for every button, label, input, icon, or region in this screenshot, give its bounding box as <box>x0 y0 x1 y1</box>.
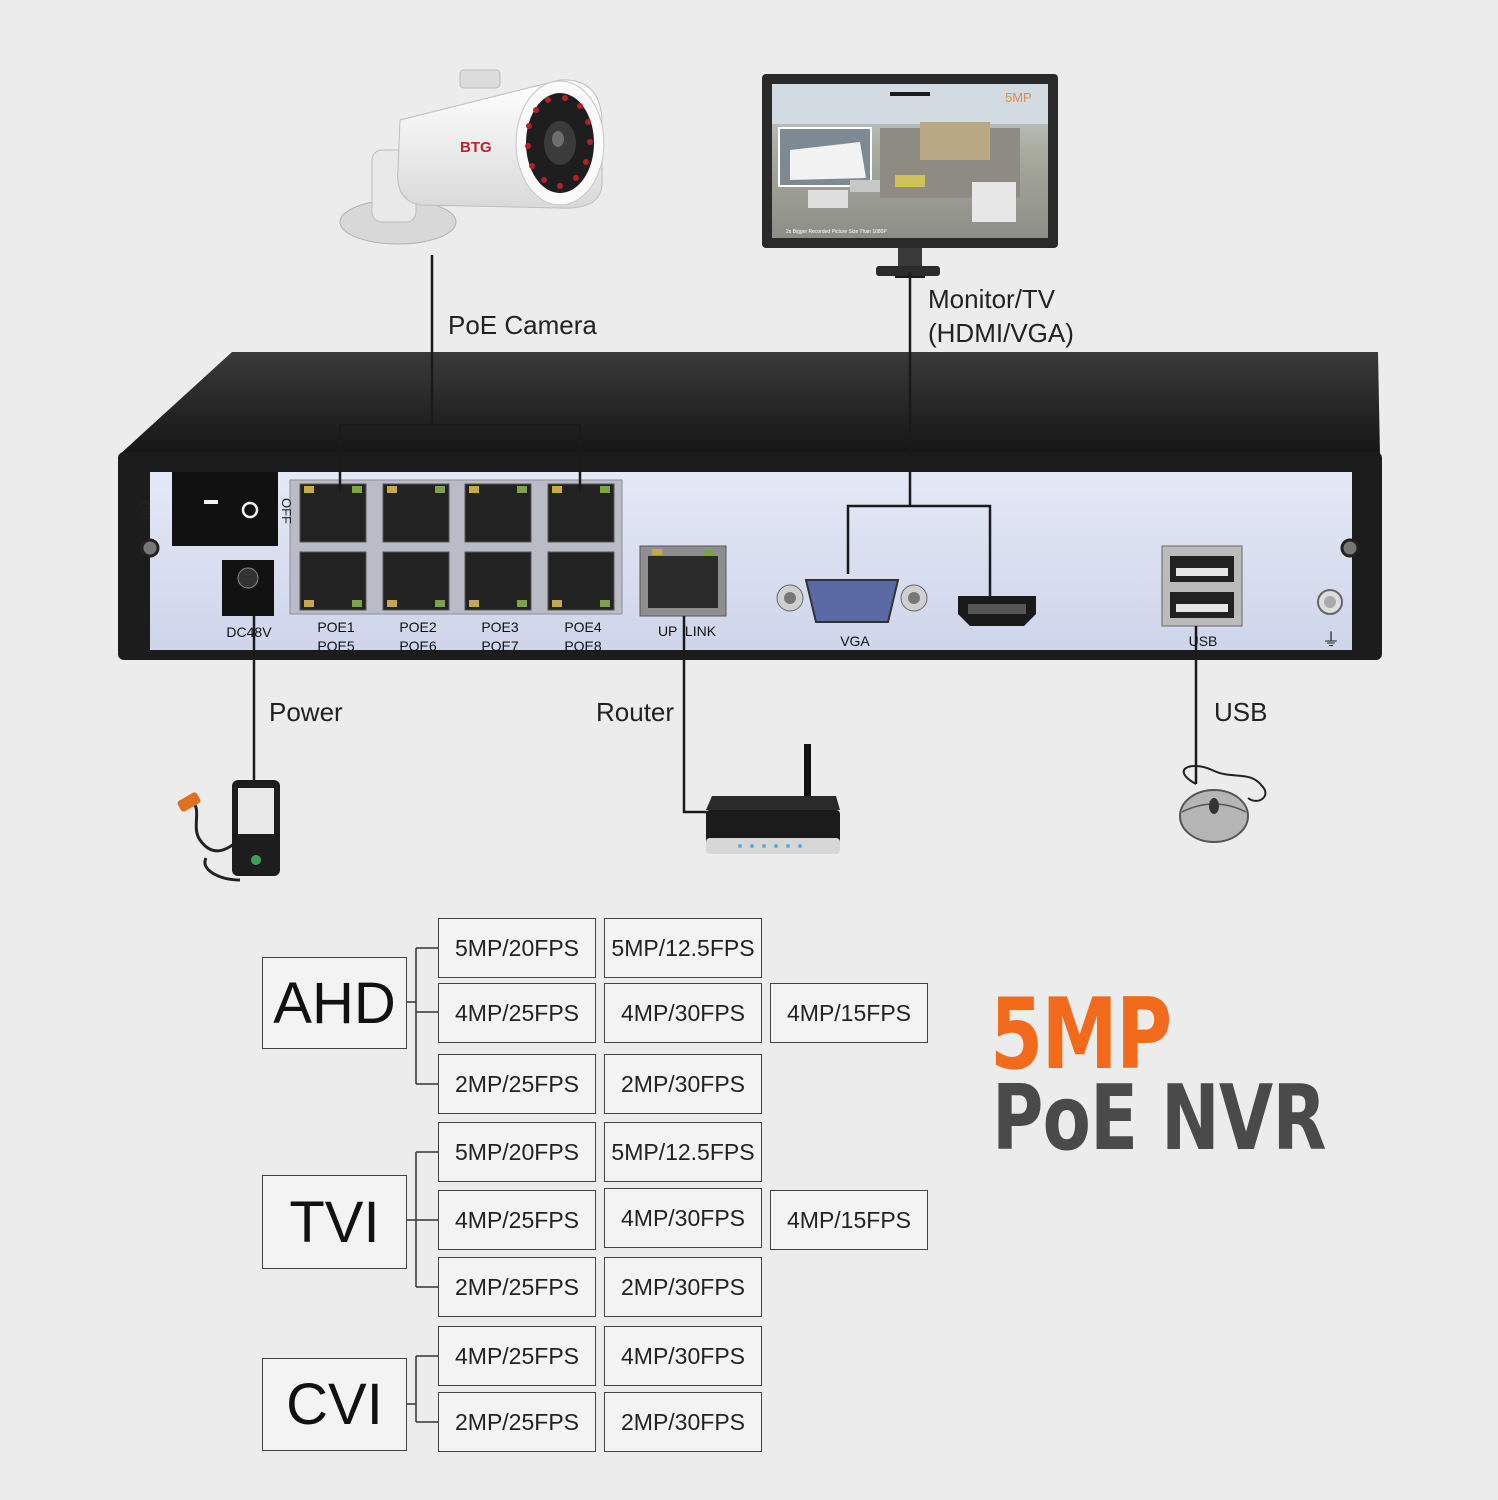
poe-port-7[interactable] <box>464 551 532 611</box>
poe-port-5[interactable] <box>299 551 367 611</box>
usb-ports[interactable] <box>1161 545 1243 627</box>
format-option: 5MP/20FPS <box>438 918 596 978</box>
connection-diagram: BTG 5MP 2x Bigger Recorded Picture Size … <box>118 69 1382 882</box>
vga-label: VGA <box>840 633 870 649</box>
poe-port-4[interactable] <box>547 483 615 543</box>
format-option: 2MP/25FPS <box>438 1257 596 1317</box>
monitor-label-line1: Monitor/TV <box>928 284 1056 314</box>
format-tree-lines <box>406 947 438 1423</box>
format-option: 2MP/25FPS <box>438 1392 596 1452</box>
format-option: 2MP/30FPS <box>604 1054 762 1114</box>
poe-port-label-2: POE2 <box>399 619 437 635</box>
power-adapter <box>177 780 280 882</box>
poe-port-label-1: POE1 <box>317 619 355 635</box>
poe-port-group <box>299 483 615 611</box>
format-option: 5MP/12.5FPS <box>604 918 762 978</box>
format-option: 4MP/30FPS <box>604 1188 762 1248</box>
vga-port[interactable] <box>776 579 928 623</box>
poe-camera-label: PoE Camera <box>448 310 597 340</box>
format-category-ahd: AHD <box>262 957 407 1049</box>
power-port-label: DC48V <box>226 624 272 640</box>
format-option: 4MP/25FPS <box>438 983 596 1043</box>
format-option: 5MP/12.5FPS <box>604 1122 762 1182</box>
uplink-label: UP LINK <box>657 623 717 639</box>
poe-port-label-3: POE3 <box>481 619 519 635</box>
format-category-cvi: CVI <box>262 1358 407 1451</box>
format-option: 2MP/30FPS <box>604 1257 762 1317</box>
switch-on-label: ON <box>137 500 152 520</box>
poe-port-8[interactable] <box>547 551 615 611</box>
ground-icon: ⏚ <box>1322 630 1340 650</box>
monitor-caption: 2x Bigger Recorded Picture Size Than 108… <box>786 229 887 235</box>
poe-port-3[interactable] <box>464 483 532 543</box>
format-option: 2MP/25FPS <box>438 1054 596 1114</box>
format-option: 4MP/30FPS <box>604 1326 762 1386</box>
monitor-label-line2: (HDMI/VGA) <box>928 318 1074 348</box>
brand-heading-poe-nvr: PoE NVR <box>992 1066 1327 1171</box>
poe-port-2[interactable] <box>382 483 450 543</box>
format-option: 4MP/25FPS <box>438 1190 596 1250</box>
format-option: 4MP/30FPS <box>604 983 762 1043</box>
usb-label: USB <box>1214 697 1268 727</box>
format-option: 2MP/30FPS <box>604 1392 762 1452</box>
poe-camera <box>339 69 605 245</box>
format-option: 4MP/15FPS <box>770 983 928 1043</box>
format-option: 5MP/20FPS <box>438 1122 596 1182</box>
power-label: Power <box>269 697 343 727</box>
poe-port-label-6: POE6 <box>399 638 437 654</box>
router-label: Router <box>596 697 675 727</box>
usb-port-label: USB <box>1188 633 1218 649</box>
usb-mouse <box>1179 765 1267 843</box>
brand-heading-5mp: 5MP <box>990 978 1172 1092</box>
connection-lines <box>252 255 1198 814</box>
camera-brand: BTG <box>460 139 492 156</box>
format-option: 4MP/15FPS <box>770 1190 928 1250</box>
monitor-badge: 5MP <box>1005 90 1032 105</box>
format-option: 4MP/25FPS <box>438 1326 596 1386</box>
hdmi-port[interactable] <box>958 596 1036 626</box>
router <box>706 744 840 854</box>
switch-off-label: OFF <box>279 498 294 524</box>
uplink-port[interactable] <box>639 545 727 617</box>
format-category-tvi: TVI <box>262 1175 407 1269</box>
poe-port-label-7: POE7 <box>481 638 519 654</box>
poe-port-6[interactable] <box>382 551 450 611</box>
monitor <box>762 74 1058 278</box>
poe-port-label-8: POE8 <box>564 638 602 654</box>
poe-port-label-5: POE5 <box>317 638 355 654</box>
poe-port-label-4: POE4 <box>564 619 602 635</box>
poe-port-1[interactable] <box>299 483 367 543</box>
